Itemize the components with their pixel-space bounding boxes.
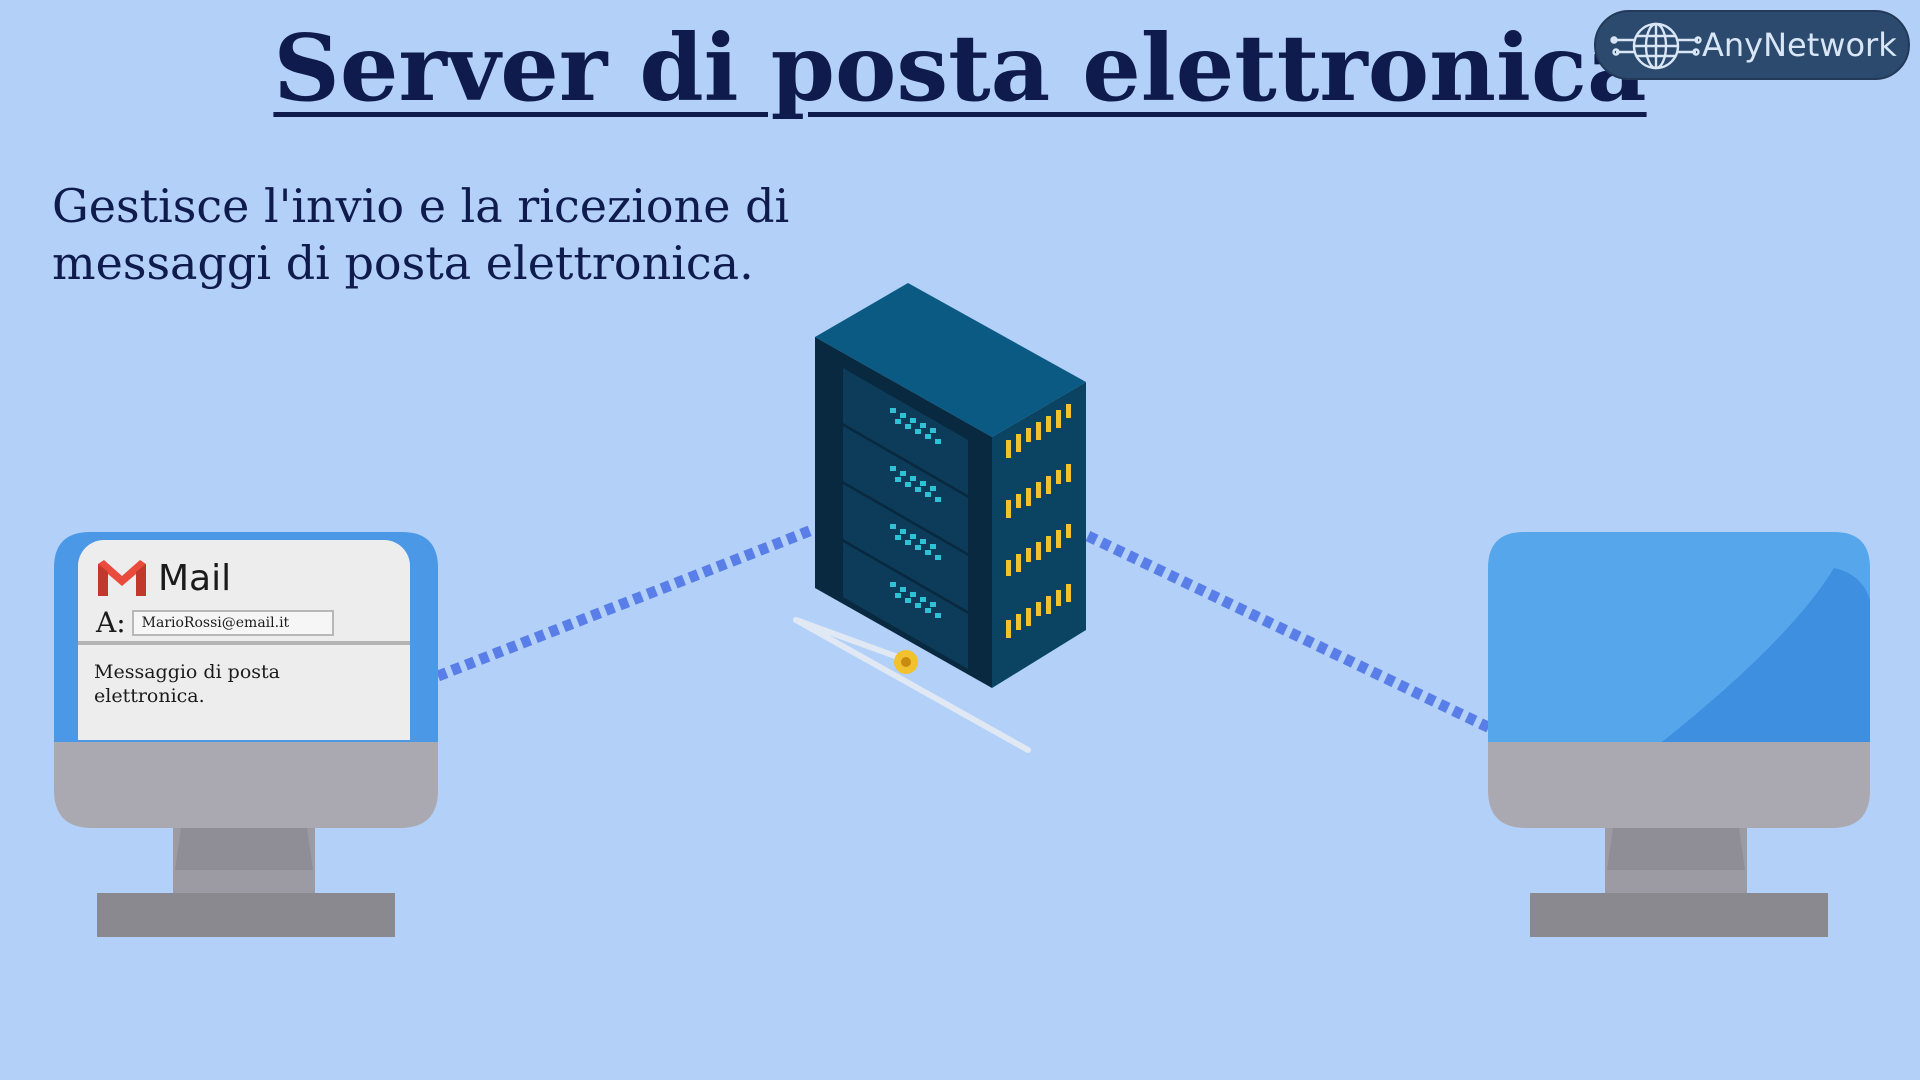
gmail-icon <box>98 560 146 596</box>
logo-text: AnyNetwork <box>1702 26 1897 64</box>
globe-circuit-icon <box>1610 22 1702 70</box>
recipient-field: MarioRossi@email.it <box>131 609 334 636</box>
page-title: Server di posta elettronica <box>273 14 1647 122</box>
network-connector-icon <box>894 650 918 674</box>
description-text: Gestisce l'invio e la ricezione di messa… <box>52 179 790 290</box>
connection-left <box>435 524 815 682</box>
mail-body-text: Messaggio di posta elettronica. <box>94 661 281 707</box>
divider <box>78 641 410 645</box>
recipient-label: A: <box>96 606 126 639</box>
mail-compose-window: Mail A: MarioRossi@email.it Messaggio di… <box>78 540 410 740</box>
server-rack <box>793 283 1086 753</box>
recipient-row: A: MarioRossi@email.it <box>96 606 334 639</box>
brand-logo: AnyNetwork <box>1594 10 1910 80</box>
mail-app-label: Mail <box>158 557 232 599</box>
receiver-computer <box>1488 532 1870 937</box>
connection-right <box>1085 531 1493 733</box>
mail-header: Mail <box>94 556 231 600</box>
